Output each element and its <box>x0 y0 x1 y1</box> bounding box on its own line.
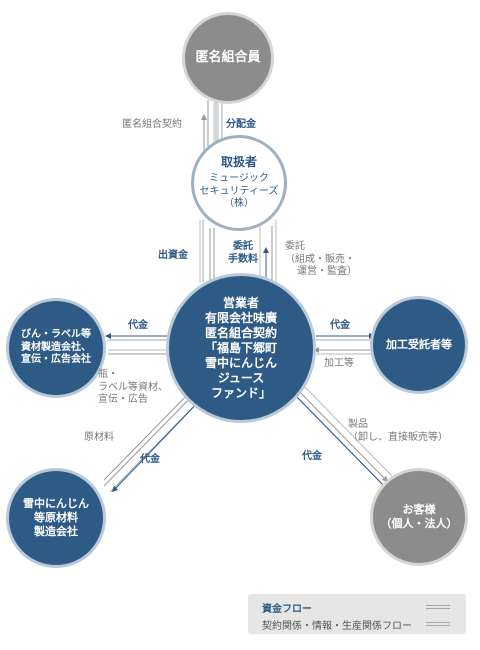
node-anonymous-members: 匿名組合員 <box>182 12 274 104</box>
node-operator: 営業者 有限会社味廣 匿名組合契約 「福島下郷町 雪中にんじん ジュース ファン… <box>166 273 316 423</box>
legend-contract-flow: 契約関係・情報・生産関係フロー <box>262 621 412 632</box>
fee-customer-line <box>289 389 389 491</box>
label-fee-right: 代金 <box>330 320 350 331</box>
node-raw-material: 雪中にんじん 等原材料 製造会社 <box>6 468 106 568</box>
node-customers: お客様 （個人・法人） <box>370 468 468 566</box>
raw-line <box>103 387 195 481</box>
label-investment: 出資金 <box>158 250 188 261</box>
label-fee-raw: 代金 <box>140 454 160 465</box>
label-contract: 匿名組合契約 <box>122 119 182 130</box>
node-packaging: びん・ラベル等 資材製造会社、 宣伝・広告会社 <box>6 298 106 398</box>
label-fee-left: 代金 <box>128 320 148 331</box>
label-product: 製品 （卸し、直接販売等） <box>348 419 448 443</box>
legend: 資金フロー 契約関係・情報・生産関係フロー <box>248 594 466 634</box>
label-processing: 加工等 <box>324 358 354 369</box>
node-contractor: 加工受託者等 <box>370 296 468 394</box>
label-distribution: 分配金 <box>226 119 256 130</box>
legend-fund-swatch <box>426 605 450 609</box>
label-materials: 瓶・ ラベル等資材、 宣伝・広告 <box>98 369 168 405</box>
label-fee-customer: 代金 <box>302 451 322 462</box>
node-handler: 取扱者 ミュージック セキュリティーズ （株） <box>191 135 287 231</box>
label-commission: 委託 手数料 <box>228 241 258 265</box>
label-consignment: 委託 （組成・販売・ 運営・監査） <box>285 241 357 277</box>
label-raw: 原材料 <box>84 432 114 443</box>
legend-fund-flow: 資金フロー <box>262 604 312 615</box>
fee-raw-line <box>111 395 205 493</box>
product-line <box>291 383 389 483</box>
legend-contract-swatch <box>426 622 450 626</box>
